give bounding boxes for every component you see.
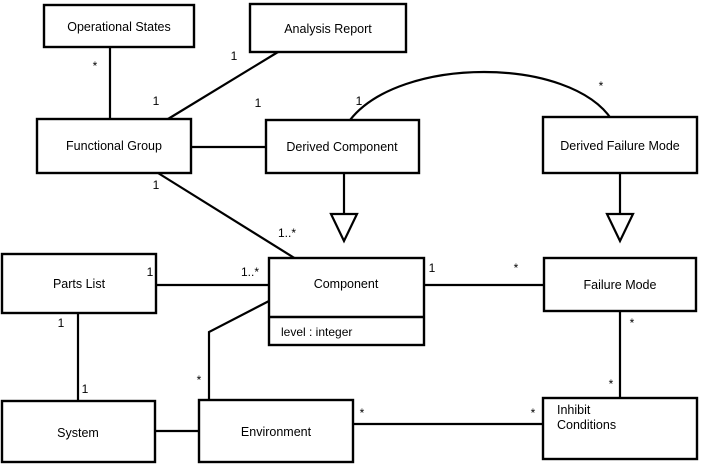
multiplicity-functional-group-one-top: 1 [153, 94, 160, 108]
multiplicity-parts-list-one-bottom: 1 [58, 316, 65, 330]
multiplicity-derived-failure-mode-arc-star: * [599, 79, 604, 93]
multiplicity-functional-group-one-bottom: 1 [153, 178, 160, 192]
multiplicity-component-one-star-from-functional-group: 1..* [278, 226, 296, 240]
class-name-analysis-report: Analysis Report [284, 22, 372, 36]
association-analysis-report-functional-group [167, 51, 279, 120]
class-name-parts-list: Parts List [53, 277, 106, 291]
multiplicity-system-one-top: 1 [82, 382, 89, 396]
class-box-environment[interactable] [197, 398, 355, 464]
association-derived-component-derived-failure-mode [349, 71, 613, 121]
multiplicity-component-one-right: 1 [429, 261, 436, 275]
multiplicity-analysis-report-one: 1 [231, 49, 238, 63]
class-name-derived-failure-mode: Derived Failure Mode [560, 139, 680, 153]
class-box-inhibit-conditions[interactable] [541, 396, 699, 461]
class-box-operational-states[interactable] [42, 3, 196, 49]
class-name-failure-mode: Failure Mode [584, 278, 657, 292]
class-box-derived-component[interactable] [264, 118, 421, 175]
class-name-derived-component: Derived Component [286, 140, 398, 154]
class-box-analysis-report[interactable] [248, 2, 408, 54]
association-functional-group-component [157, 172, 297, 260]
multiplicity-environment-star-right: * [360, 406, 365, 420]
class-name-component: Component [314, 277, 379, 291]
class-attribute-component-level: level : integer [281, 325, 352, 339]
class-name-operational-states: Operational States [67, 20, 171, 34]
multiplicity-inhibit-conditions-star-top: * [609, 377, 614, 391]
multiplicity-operational-states-star: * [93, 59, 98, 73]
class-box-functional-group[interactable] [35, 117, 193, 175]
multiplicity-failure-mode-star-bottom: * [630, 316, 635, 330]
multiplicity-environment-star-top: * [197, 373, 202, 387]
association-environment-component [207, 300, 270, 400]
multiplicity-derived-component-one-left: 1 [255, 96, 262, 110]
multiplicity-derived-component-arc-one: 1 [356, 94, 363, 108]
class-name-inhibit-conditions-line1: Inhibit [557, 403, 591, 417]
multiplicity-inhibit-conditions-star-left: * [531, 406, 536, 420]
class-box-parts-list[interactable] [0, 252, 158, 315]
multiplicity-component-one-star-from-parts-list: 1..* [241, 265, 259, 279]
class-box-system[interactable] [0, 399, 157, 464]
multiplicity-failure-mode-star-left: * [514, 261, 519, 275]
multiplicity-parts-list-one: 1 [147, 265, 154, 279]
class-box-derived-failure-mode[interactable] [541, 115, 699, 175]
generalization-arrowhead-failure-mode [605, 212, 635, 244]
class-box-component[interactable] [267, 256, 426, 347]
class-name-system: System [57, 426, 99, 440]
class-box-failure-mode[interactable] [542, 256, 698, 313]
class-name-functional-group: Functional Group [66, 139, 162, 153]
generalization-arrowhead-component [329, 212, 359, 244]
class-name-environment: Environment [241, 425, 312, 439]
class-name-inhibit-conditions-line2: Conditions [557, 418, 616, 432]
